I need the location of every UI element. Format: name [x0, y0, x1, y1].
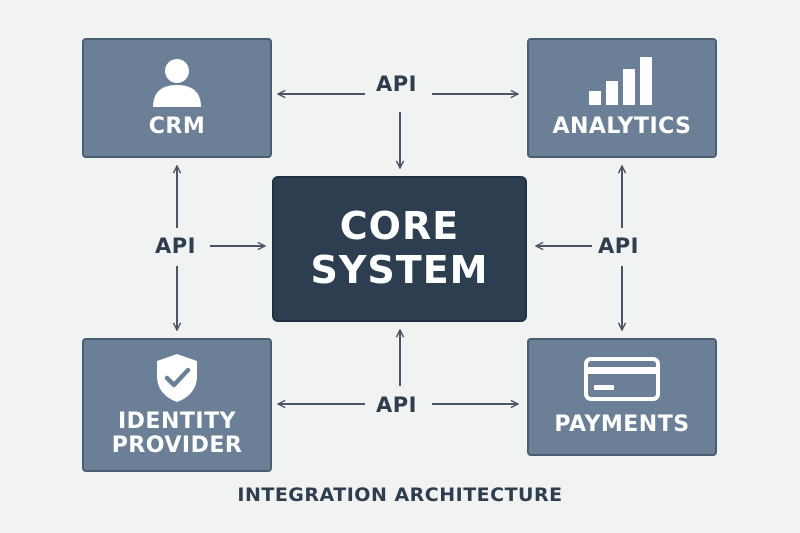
core-system-node: CORE SYSTEM: [272, 176, 527, 322]
api-label-bottom: API: [376, 393, 417, 417]
api-label-left: API: [155, 234, 196, 258]
diagram-caption: INTEGRATION ARCHITECTURE: [237, 484, 563, 506]
core-label-line2: SYSTEM: [310, 248, 489, 292]
payments-label: PAYMENTS: [554, 411, 690, 437]
credit-card-icon: [584, 356, 660, 401]
identity-label-line2: PROVIDER: [111, 433, 243, 458]
api-label-right: API: [598, 234, 639, 258]
core-label-line1: CORE: [339, 204, 460, 249]
api-label-top: API: [376, 72, 417, 96]
payments-node: PAYMENTS: [527, 338, 717, 456]
bar-chart-icon: [589, 56, 652, 105]
crm-label: CRM: [148, 113, 206, 139]
shield-check-icon: [157, 353, 197, 402]
crm-node: CRM: [82, 38, 272, 158]
user-icon: [153, 58, 201, 107]
identity-provider-node: IDENTITY PROVIDER: [82, 338, 272, 472]
analytics-node: ANALYTICS: [527, 38, 717, 158]
analytics-label: ANALYTICS: [552, 113, 692, 139]
identity-label-line1: IDENTITY: [117, 408, 237, 434]
